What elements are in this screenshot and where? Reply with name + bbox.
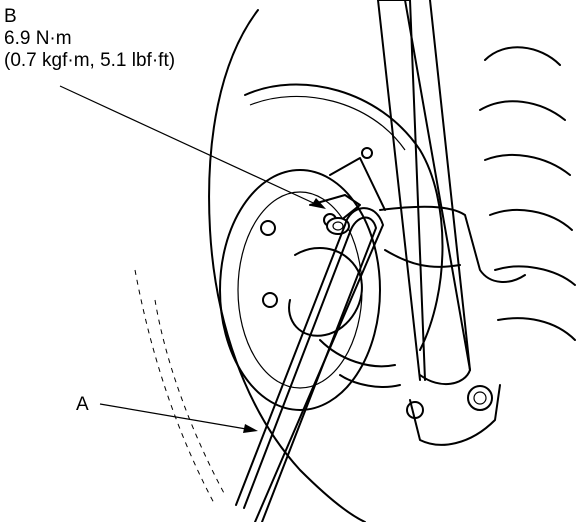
tire: [134, 9, 366, 522]
callout-b: B 6.9 N·m (0.7 kgf·m, 5.1 lbf·ft): [4, 6, 175, 72]
callout-b-letter: B: [4, 6, 17, 27]
spring: [479, 46, 576, 341]
strut: [377, 0, 501, 446]
callout-b-torque-other: (0.7 kgf·m, 5.1 lbf·ft): [4, 50, 176, 71]
leader-arrow-b: [311, 198, 326, 209]
callout-a: A: [76, 394, 89, 416]
hose-bracket: [309, 147, 526, 283]
leader-line-b: [59, 85, 323, 208]
callout-a-letter: A: [76, 394, 89, 415]
brake-hose: [235, 207, 384, 522]
brake-rotor: [219, 83, 444, 411]
leader-line-a: [99, 403, 253, 431]
leader-arrow-a: [243, 424, 258, 433]
callout-b-torque-si: 6.9 N·m: [4, 28, 72, 49]
